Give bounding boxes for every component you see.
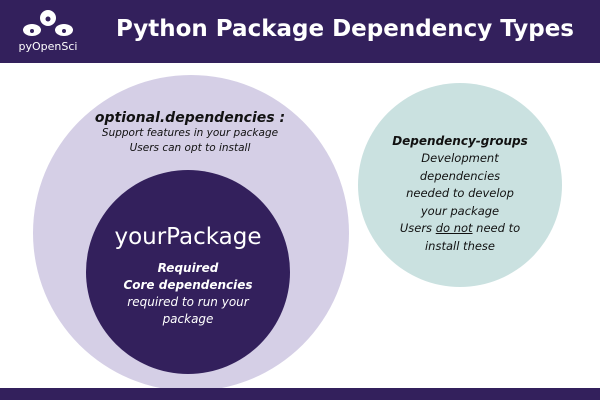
package-name: yourPackage: [114, 224, 262, 250]
core-dependencies-label: yourPackage Required Core dependencies r…: [96, 224, 280, 328]
groups-prefix: Users: [399, 221, 436, 235]
dependency-groups-label: Dependency-groups Development dependenci…: [368, 133, 552, 255]
groups-line: dependencies: [419, 168, 501, 183]
groups-line: your package: [420, 203, 500, 218]
optional-heading: optional.dependencies :: [94, 110, 286, 126]
core-line: package: [162, 312, 214, 326]
optional-line: Support features in your package: [101, 127, 279, 139]
footer-bar: [0, 388, 600, 400]
dependency-groups-circle: [358, 83, 562, 287]
core-bold-line: Required: [157, 261, 219, 275]
core-dependencies-circle: [86, 170, 290, 374]
groups-line: needed to develop: [406, 186, 514, 200]
page-title: Python Package Dependency Types: [115, 16, 574, 42]
optional-line: Users can opt to install: [129, 142, 251, 154]
pyopensci-logo: pyOpenSci: [8, 6, 88, 60]
groups-line: install these: [424, 238, 496, 253]
flower-icon: [23, 10, 73, 36]
groups-suffix: need to: [472, 221, 521, 235]
logo-text: pyOpenSci: [18, 40, 78, 53]
optional-dependencies-label: optional.dependencies : Support features…: [60, 110, 320, 156]
header-bar: pyOpenSci Python Package Dependency Type…: [0, 0, 600, 63]
groups-underlined: do not: [435, 221, 473, 235]
groups-users-line: Users do not need to: [368, 220, 552, 238]
core-bold-line: Core dependencies: [123, 278, 253, 292]
core-line: required to run your: [127, 295, 249, 309]
groups-line: Development: [421, 151, 499, 165]
groups-heading: Dependency-groups: [392, 134, 528, 148]
